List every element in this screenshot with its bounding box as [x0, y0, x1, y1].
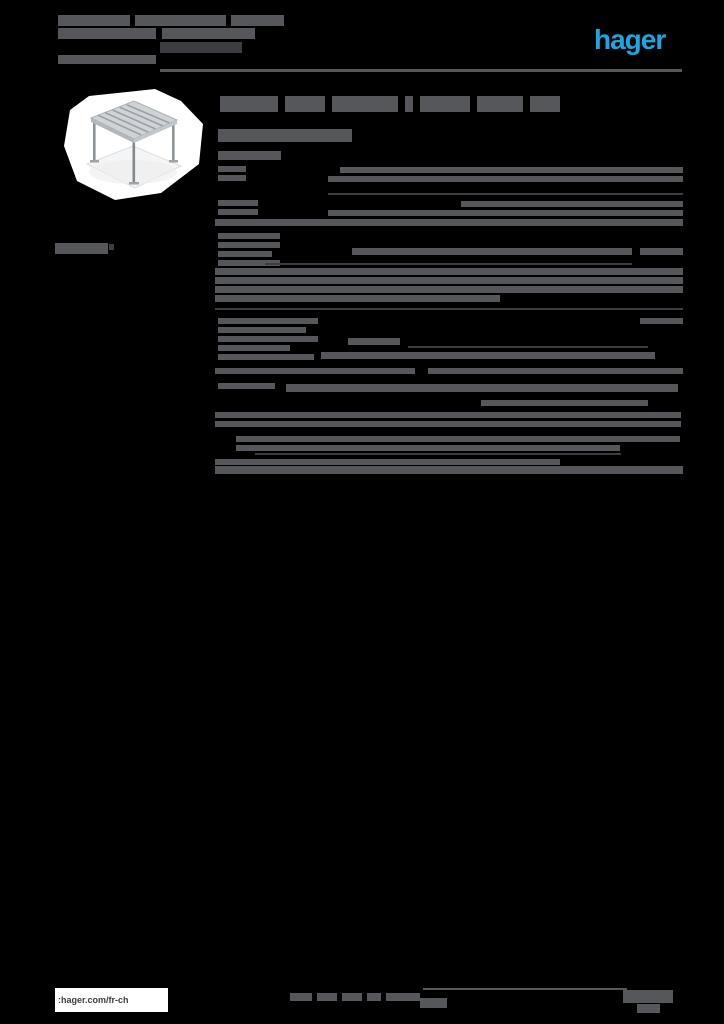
redacted-text-bar — [236, 436, 680, 442]
redacted-text-bar — [332, 96, 398, 112]
redacted-text-bar — [218, 151, 281, 160]
redacted-text-bar — [215, 219, 683, 226]
redacted-text-bar — [215, 286, 683, 293]
redacted-text-bar — [420, 96, 470, 112]
redacted-text-bar — [135, 15, 226, 26]
redacted-text-bar — [58, 55, 156, 64]
redacted-text-bar — [218, 200, 258, 206]
redacted-text-bar — [286, 384, 678, 392]
redacted-text-bar — [285, 96, 325, 112]
redacted-text-bar — [530, 96, 560, 112]
redacted-text-bar — [408, 346, 648, 348]
redacted-text-bar — [640, 248, 683, 255]
redacted-text-bar — [160, 42, 242, 53]
redacted-text-bar — [218, 354, 314, 360]
redacted-text-bar — [215, 421, 681, 427]
redacted-text-bar — [405, 96, 413, 112]
redacted-text-bar — [58, 15, 130, 26]
redacted-text-bar — [328, 193, 683, 195]
redacted-text-bar — [218, 166, 246, 172]
redacted-text-bar — [236, 445, 620, 451]
redacted-text-bar — [215, 412, 681, 418]
redacted-text-bar — [317, 993, 337, 1001]
redacted-text-bar — [215, 268, 683, 275]
redacted-text-bar — [477, 96, 523, 112]
redacted-text-bar — [290, 993, 312, 1001]
redacted-text-bar — [218, 336, 318, 342]
redacted-text-bar — [218, 327, 306, 333]
redacted-text-bar — [352, 248, 632, 255]
redacted-text-bar — [218, 318, 318, 324]
redacted-text-bar — [218, 345, 290, 351]
redacted-text-bar — [160, 69, 682, 72]
redacted-text-bar — [215, 295, 500, 302]
hager-logo: hager — [594, 24, 666, 55]
redacted-text-bar — [420, 998, 447, 1008]
redacted-text-bar — [218, 242, 280, 248]
redacted-text-bar — [215, 466, 683, 474]
product-image — [61, 88, 205, 202]
redacted-text-bar — [640, 318, 683, 324]
redacted-text-bar — [162, 28, 255, 39]
redacted-text-bar — [215, 368, 415, 374]
redacted-text-bar — [461, 201, 683, 207]
redacted-text-bar — [215, 277, 683, 284]
redacted-text-bar — [386, 993, 420, 1001]
redacted-text-bar — [55, 243, 108, 254]
redacted-text-bar — [58, 28, 156, 39]
redacted-text-bar — [481, 400, 648, 406]
redacted-text-bar — [265, 263, 632, 265]
redacted-text-bar — [215, 459, 560, 465]
redacted-text-bar — [218, 129, 352, 142]
redacted-text-bar — [218, 209, 258, 215]
redacted-text-bar — [428, 368, 683, 374]
redacted-text-bar — [367, 993, 381, 1001]
redacted-text-bar — [109, 244, 114, 250]
footer-url-box: :hager.com/fr-ch — [55, 988, 168, 1012]
redacted-text-bar — [218, 383, 275, 389]
redacted-text-bar — [218, 251, 272, 257]
redacted-text-bar — [218, 175, 246, 181]
redacted-text-bar — [215, 308, 683, 310]
product-photo-svg — [64, 89, 203, 200]
redacted-text-bar — [231, 15, 284, 26]
redacted-text-bar — [637, 1004, 660, 1013]
redacted-text-bar — [423, 988, 627, 990]
redacted-text-bar — [348, 338, 400, 345]
redacted-text-bar — [342, 993, 362, 1001]
redacted-text-bar — [328, 176, 683, 182]
redacted-text-bar — [220, 96, 278, 112]
redacted-text-bar — [328, 210, 683, 216]
redacted-text-bar — [255, 453, 621, 455]
redacted-text-bar — [623, 990, 673, 1003]
redacted-text-bar — [218, 233, 280, 239]
footer-url-link[interactable]: :hager.com/fr-ch — [58, 995, 129, 1005]
redacted-text-bar — [321, 352, 655, 359]
redacted-text-bar — [218, 260, 280, 266]
redacted-text-bar — [340, 167, 683, 173]
